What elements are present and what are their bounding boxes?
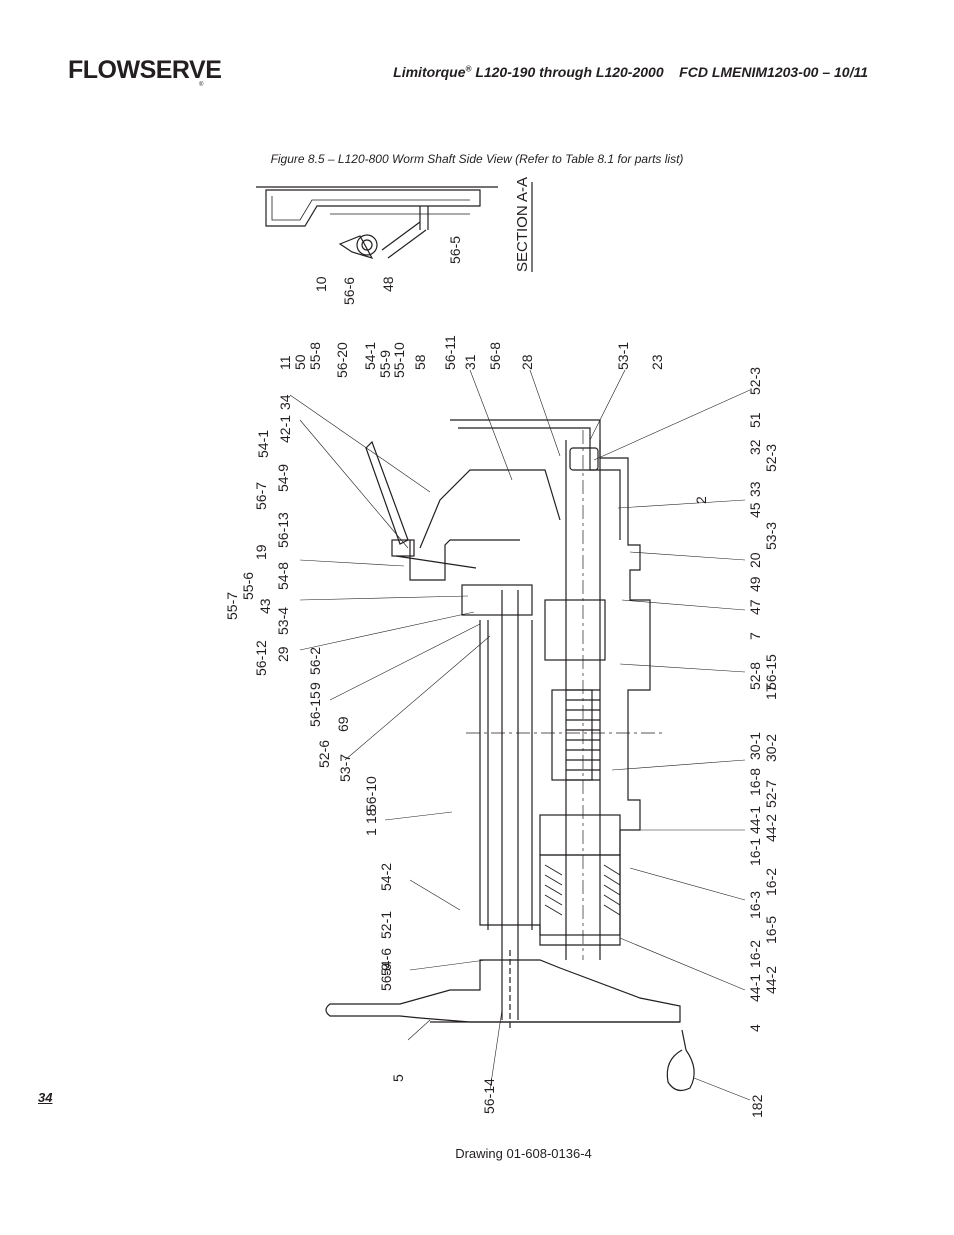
callout-44-1: 44-1 <box>747 806 763 834</box>
callout-56-12: 56-12 <box>253 640 269 676</box>
callout-17: 17 <box>763 684 779 700</box>
callout-28: 28 <box>519 354 535 370</box>
callout-52-3: 52-3 <box>747 367 763 395</box>
callout-50: 50 <box>292 354 308 370</box>
drawing-number: Drawing 01-608-0136-4 <box>455 1146 592 1161</box>
figure-caption: Figure 8.5 – L120-800 Worm Shaft Side Vi… <box>270 152 684 166</box>
callout-29: 29 <box>275 646 291 662</box>
callout-23: 23 <box>649 354 665 370</box>
callout-44-2: 44-2 <box>763 814 779 842</box>
header-reg-mark: ® <box>465 64 472 74</box>
callout-4: 4 <box>747 1024 763 1032</box>
callout-56-13: 56-13 <box>275 512 291 548</box>
handwheel-shaft <box>487 590 533 1020</box>
callout-54-8: 54-8 <box>275 562 291 590</box>
callout-56-9: 56-9 <box>378 963 394 991</box>
callout-52-6: 52-6 <box>316 740 332 768</box>
callout-5: 5 <box>390 1074 406 1082</box>
callout-16-1: 16-1 <box>747 838 763 866</box>
callout-47: 47 <box>747 599 763 615</box>
header-product: Limitorque <box>393 64 466 80</box>
callout-55-8: 55-8 <box>307 342 323 370</box>
callout-56-10: 56-10 <box>363 776 379 812</box>
callout-56-20: 56-20 <box>334 342 350 378</box>
callout-18: 18 <box>363 808 379 824</box>
spring-pack <box>544 864 621 916</box>
callout-16-5: 16-5 <box>763 916 779 944</box>
callout-55-9: 55-9 <box>377 350 393 378</box>
callout-54-1: 54-1 <box>362 342 378 370</box>
callout-53-3: 53-3 <box>763 522 779 550</box>
callout-7: 7 <box>747 632 763 640</box>
callout-2: 2 <box>693 496 709 504</box>
callout-42-1: 42-1 <box>277 415 293 443</box>
brand-name: FLOWSERVE <box>68 56 222 84</box>
callout-10: 10 <box>313 276 329 292</box>
callout-56-6: 56-6 <box>341 277 357 305</box>
callout-52-1: 52-1 <box>378 911 394 939</box>
callout-54-9: 54-9 <box>275 464 291 492</box>
header-range: L120-190 through L120-2000 <box>475 64 664 80</box>
handwheel <box>325 950 695 1092</box>
callout-44-1: 44-1 <box>747 974 763 1002</box>
callout-1: 1 <box>363 828 379 836</box>
callout-53-7: 53-7 <box>337 754 353 782</box>
callout-16-2: 16-2 <box>747 940 763 968</box>
callout-32: 32 <box>747 439 763 455</box>
callout-33: 33 <box>747 481 763 497</box>
callout-16-2: 16-2 <box>763 868 779 896</box>
callout-54-1: 54-1 <box>255 430 271 458</box>
callout-56-8: 56-8 <box>487 342 503 370</box>
callout-43: 43 <box>257 598 273 614</box>
callout-45: 45 <box>747 502 763 518</box>
callout-52-8: 52-8 <box>747 662 763 690</box>
page-header: Limitorque® L120-190 through L120-2000 F… <box>393 64 868 80</box>
callout-53-1: 53-1 <box>615 342 631 370</box>
callout-9: 9 <box>307 682 323 690</box>
callout-55-6: 55-6 <box>240 572 256 600</box>
callout-49: 49 <box>747 576 763 592</box>
callout-16-8: 16-8 <box>747 768 763 796</box>
callout-69: 69 <box>335 716 351 732</box>
callout-54-2: 54-2 <box>378 863 394 891</box>
callout-48: 48 <box>380 276 396 292</box>
callout-56-15: 56-15 <box>763 654 779 690</box>
callout-51: 51 <box>747 412 763 428</box>
callout-44-2: 44-2 <box>763 966 779 994</box>
callout-30-1: 30-1 <box>747 732 763 760</box>
callout-55-10: 55-10 <box>391 342 407 378</box>
flowserve-logo: FLOWSERVE ® <box>68 56 222 88</box>
callout-56-5: 56-5 <box>447 236 463 264</box>
callout-56-2: 56-2 <box>307 647 323 675</box>
callout-56-14: 56-14 <box>481 1078 497 1114</box>
callout-53-4: 53-4 <box>275 607 291 635</box>
callout-52-3: 52-3 <box>763 444 779 472</box>
callout-54-6: 54-6 <box>378 948 394 976</box>
header-fcd: FCD LMENIM1203-00 – 10/11 <box>679 64 868 80</box>
callout-20: 20 <box>747 552 763 568</box>
callout-56-11: 56-11 <box>442 335 458 370</box>
callout-11: 11 <box>277 355 293 370</box>
callout-56-7: 56-7 <box>253 482 269 510</box>
callout-56-15: 56-15 <box>307 691 323 727</box>
callout-30-2: 30-2 <box>763 734 779 762</box>
section-a-a-view <box>256 182 533 272</box>
callout-52-7: 52-7 <box>763 780 779 808</box>
callout-55-7: 55-7 <box>224 592 240 620</box>
page-number: 34 <box>38 1090 53 1105</box>
section-a-a-label: SECTION A-A <box>514 177 531 272</box>
callout-34: 34 <box>277 394 293 410</box>
gearbox-housing <box>409 419 651 946</box>
callout-19: 19 <box>253 544 269 560</box>
brand-registered-mark: ® <box>199 82 204 88</box>
callout-16-3: 16-3 <box>747 891 763 919</box>
callout-58: 58 <box>412 354 428 370</box>
callout-182: 182 <box>749 1094 765 1118</box>
leader-lines <box>289 369 751 1101</box>
callout-31: 31 <box>462 354 478 370</box>
declutch-lever <box>365 440 477 569</box>
